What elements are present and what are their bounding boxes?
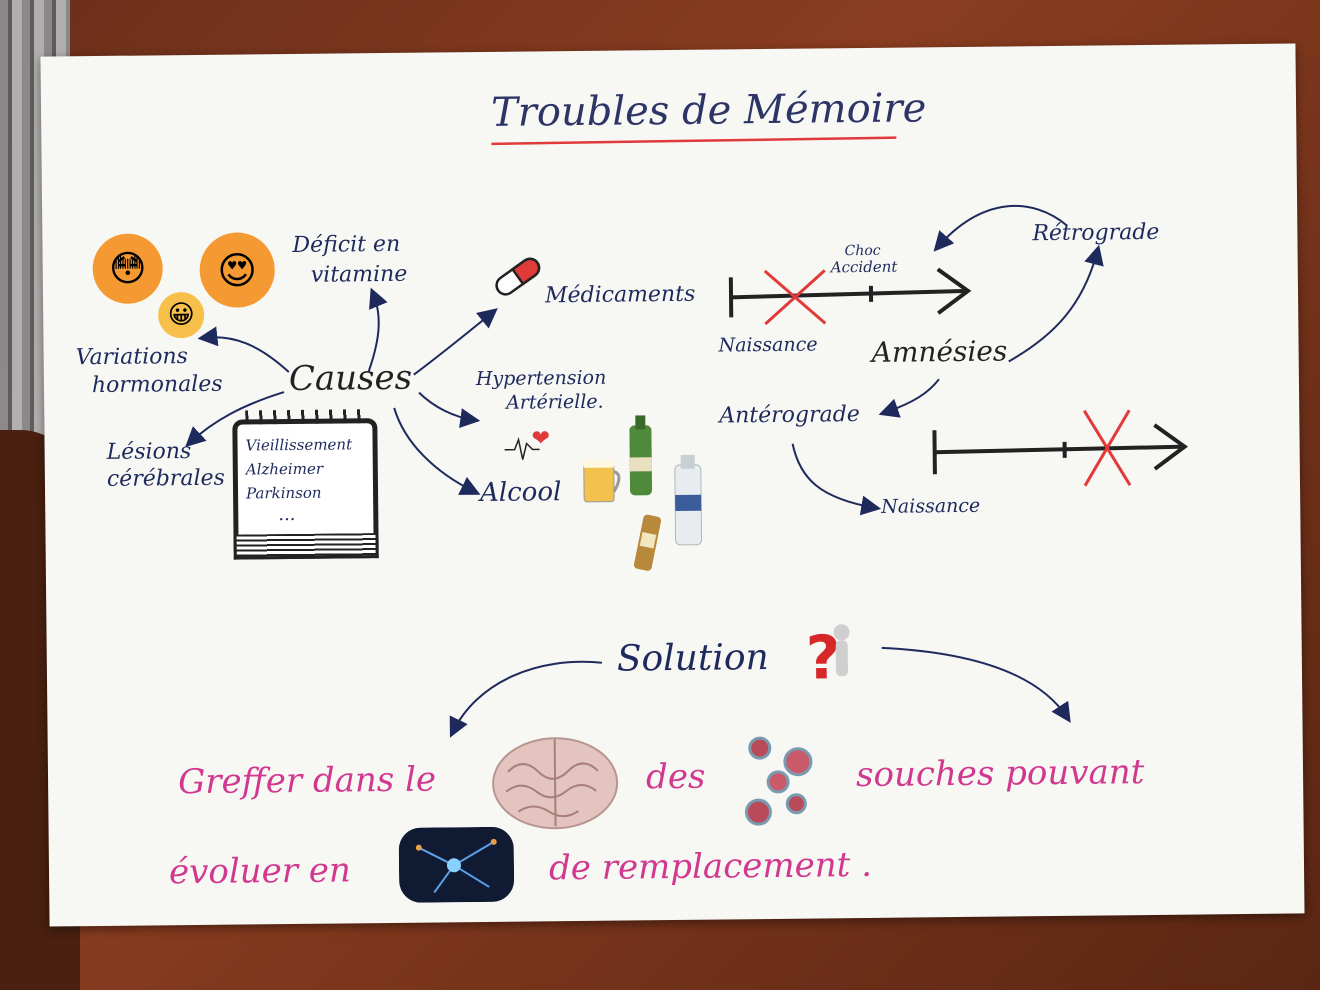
brain-icon bbox=[492, 737, 619, 830]
arrow-to-lesions bbox=[185, 391, 285, 448]
causes-label: Causes bbox=[288, 357, 413, 400]
hypertension-line2: Artérielle. bbox=[506, 390, 604, 414]
note-item-alzheimer: Alzheimer bbox=[245, 459, 324, 479]
variations-line1: Variations bbox=[75, 344, 188, 371]
arrow-to-deficit bbox=[367, 287, 388, 372]
red-cross-bottom-b bbox=[1083, 409, 1131, 487]
question-mark-figure-icon: ? bbox=[805, 623, 850, 689]
lesions-line1: Lésions bbox=[106, 439, 192, 465]
pill-icon bbox=[495, 257, 541, 296]
red-cross-top-b bbox=[764, 269, 826, 326]
arrow-retro-to-choc bbox=[933, 205, 1068, 252]
heart-icon: ❤ bbox=[531, 426, 551, 452]
choc-label: Choc bbox=[844, 242, 881, 260]
arrow-to-medicaments bbox=[413, 308, 498, 376]
note-item-vieillissement: Vieillissement bbox=[245, 435, 353, 455]
solution-line1-part2: des bbox=[645, 756, 706, 798]
note-item-parkinson: Parkinson bbox=[245, 483, 322, 503]
arrow-to-retrograde bbox=[1008, 244, 1104, 363]
naissance-bottom-label: Naissance bbox=[881, 494, 981, 518]
amnesies-label: Amnésies bbox=[871, 334, 1008, 369]
alcohol-bottles-icon bbox=[583, 415, 703, 571]
note-item-ellipsis: ... bbox=[278, 503, 296, 526]
poster-title: Troubles de Mémoire bbox=[490, 85, 927, 136]
timeline-bottom bbox=[934, 444, 1185, 455]
solution-line1-part3: souches pouvant bbox=[855, 752, 1145, 796]
arrow-to-anterograde bbox=[878, 378, 940, 418]
poster-sheet: Troubles de Mémoire Causes Déficit en vi… bbox=[40, 43, 1305, 927]
smiling-face-icon: 😀 bbox=[157, 291, 205, 339]
anterograde-label: Antérograde bbox=[719, 402, 860, 429]
timeline-top bbox=[730, 288, 969, 300]
retrograde-label: Rétrograde bbox=[1032, 219, 1160, 247]
variations-line2: hormonales bbox=[91, 371, 223, 399]
diagram-lines bbox=[185, 136, 1189, 738]
solution-line2-part1: évoluer en bbox=[168, 850, 352, 893]
stem-cells-icon bbox=[744, 736, 813, 826]
accident-label: Accident bbox=[830, 257, 898, 277]
neurons-icon bbox=[398, 826, 515, 903]
solution-label: Solution bbox=[616, 637, 769, 680]
title-underline bbox=[491, 136, 897, 146]
arrow-solution-right bbox=[881, 646, 1071, 723]
deficit-line1: Déficit en bbox=[292, 231, 401, 258]
arrow-antero-to-naissance bbox=[791, 443, 882, 516]
arrow-to-hypertension bbox=[418, 391, 481, 429]
arrow-to-variations bbox=[197, 326, 290, 373]
lesions-line2: cérébrales bbox=[106, 465, 225, 492]
solution-line1-part1: Greffer dans le bbox=[177, 759, 437, 803]
heart-eyes-face-icon: 😍 bbox=[199, 232, 276, 308]
flushed-face-icon: 😳 bbox=[92, 233, 164, 305]
heartbeat-line bbox=[504, 436, 540, 460]
solution-line2-part2: de remplacement . bbox=[548, 844, 873, 889]
arrow-solution-left bbox=[449, 660, 602, 738]
notebook-drawing: Vieillissement Alzheimer Parkinson ... bbox=[232, 409, 379, 560]
hypertension-line1: Hypertension bbox=[475, 366, 607, 391]
deficit-line2: vitamine bbox=[310, 261, 408, 288]
alcool-label: Alcool bbox=[479, 477, 562, 509]
arrow-to-alcool bbox=[393, 407, 481, 495]
naissance-top-label: Naissance bbox=[718, 333, 818, 357]
medicaments-label: Médicaments bbox=[544, 281, 696, 309]
